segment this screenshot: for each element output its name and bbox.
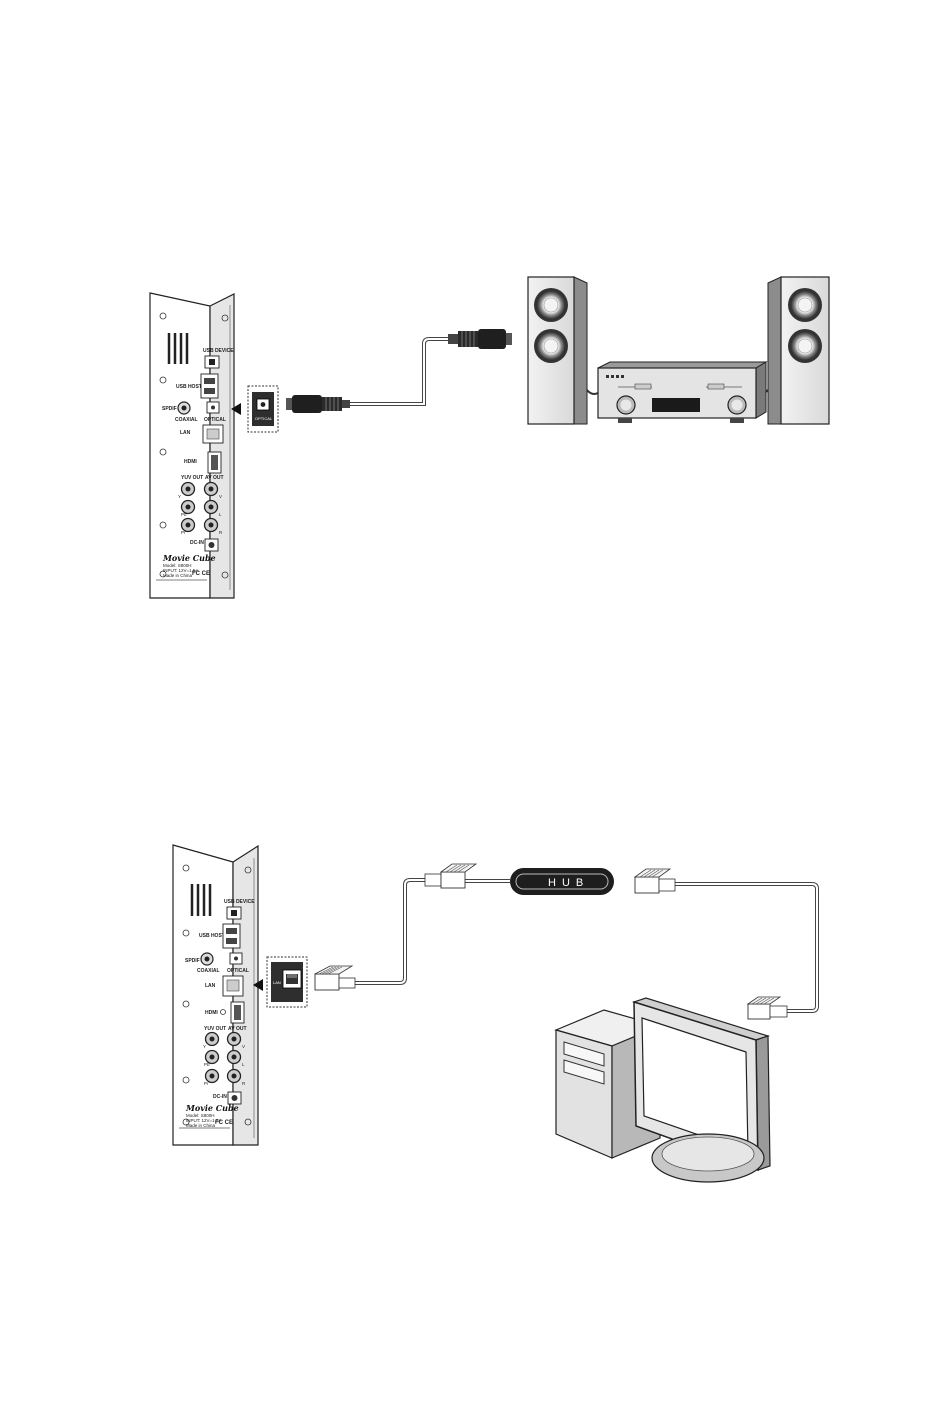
coaxial-label: COAXIAL [175, 417, 198, 423]
usb-host-port [200, 373, 219, 399]
r-label: R [219, 530, 223, 535]
rca-jacks [180, 481, 219, 533]
usb-host-port [222, 923, 241, 949]
input-rating-label: INPUT: 12V=1.5A [163, 568, 198, 573]
usb-device-label: USB DEVICE [224, 899, 255, 905]
dc-in-label: DC-IN [190, 540, 204, 546]
ethernet-cable-hub-to-pc [633, 868, 819, 1020]
l-label: L [219, 512, 222, 517]
brand-logo: Movie Cube [185, 1103, 239, 1113]
y-label: Y [203, 1044, 206, 1049]
yuv-out-label: YUV OUT [204, 1026, 226, 1032]
coaxial-label: COAXIAL [197, 968, 220, 974]
rj45-plug-icon [633, 868, 676, 894]
pr-label: Pr [181, 530, 186, 535]
pointer-arrow-icon [231, 403, 241, 415]
stereo-system [527, 276, 830, 425]
spdif-label: SPDIF [162, 406, 177, 412]
av-out-label: AV OUT [228, 1026, 247, 1032]
rj45-plug-icon [424, 863, 478, 889]
pr-label: Pr [204, 1081, 209, 1086]
usb-host-label: USB HOST [199, 933, 225, 939]
screw-icon [159, 312, 229, 579]
lan-label: LAN [205, 983, 216, 989]
amplifier-receiver-icon [597, 361, 768, 423]
pb-label: Pb [181, 512, 187, 517]
usb-device-label: USB DEVICE [203, 348, 234, 354]
pb-label: Pb [204, 1062, 210, 1067]
input-rating-label: INPUT: 12V=1.5A [186, 1118, 221, 1123]
brand-logo: Movie Cube [162, 553, 216, 563]
diagram-bottom: USB DEVICE USB HOST SPDIF COAXIAL OPTICA… [172, 844, 819, 1183]
lan-port-zoom: LAN [266, 956, 308, 1008]
l-label: L [242, 1062, 245, 1067]
network-hub: HUB [510, 868, 614, 895]
made-in-label: Made in China [186, 1123, 216, 1128]
left-speaker-icon [527, 276, 588, 425]
r-label: R [242, 1081, 246, 1086]
y-label: Y [178, 494, 181, 499]
v-label: V [242, 1044, 245, 1049]
media-player-back-panel: USB DEVICE USB HOST SPDIF COAXIAL OPTICA… [149, 292, 235, 599]
optical-port-zoom: OPTICAL [247, 385, 279, 433]
diagram-top: USB DEVICE USB HOST SPDIF COAXIAL OPTICA… [149, 276, 830, 599]
lan-label: LAN [180, 430, 191, 436]
model-label: Model: S800H [186, 1113, 215, 1118]
right-speaker-icon [767, 276, 830, 425]
vent-slots-icon [190, 884, 212, 916]
made-in-label: Made in China [163, 573, 193, 578]
desktop-computer-icon [554, 997, 771, 1183]
yuv-out-label: YUV OUT [181, 475, 203, 481]
rca-jacks [204, 1031, 242, 1084]
vent-slots-icon [167, 333, 189, 364]
pointer-arrow-icon [253, 979, 263, 991]
optical-label: OPTICAL [204, 417, 226, 423]
av-out-label: AV OUT [205, 475, 224, 481]
usb-host-label: USB HOST [176, 384, 202, 390]
certification-marks: FC CE [215, 1120, 233, 1126]
media-player-back-panel: USB DEVICE USB HOST SPDIF COAXIAL OPTICA… [172, 844, 259, 1146]
certification-marks: FC CE [192, 571, 210, 577]
hdmi-label: HDMI [205, 1010, 218, 1016]
rj45-plug-icon [746, 996, 788, 1020]
spdif-label: SPDIF [185, 958, 200, 964]
hub-label: HUB [548, 877, 589, 889]
optical-label: OPTICAL [227, 968, 249, 974]
optical-cable [286, 329, 512, 413]
zoom-port-label: OPTICAL [255, 416, 273, 421]
model-label: Model: S800H [163, 563, 192, 568]
v-label: V [219, 494, 222, 499]
hdmi-label: HDMI [184, 459, 197, 465]
ethernet-cable-device-to-hub [314, 863, 510, 991]
dc-in-label: DC-IN [213, 1094, 227, 1100]
screw-icon [182, 864, 252, 1126]
rj45-plug-icon [314, 965, 356, 991]
zoom-port-label: LAN [273, 980, 281, 985]
